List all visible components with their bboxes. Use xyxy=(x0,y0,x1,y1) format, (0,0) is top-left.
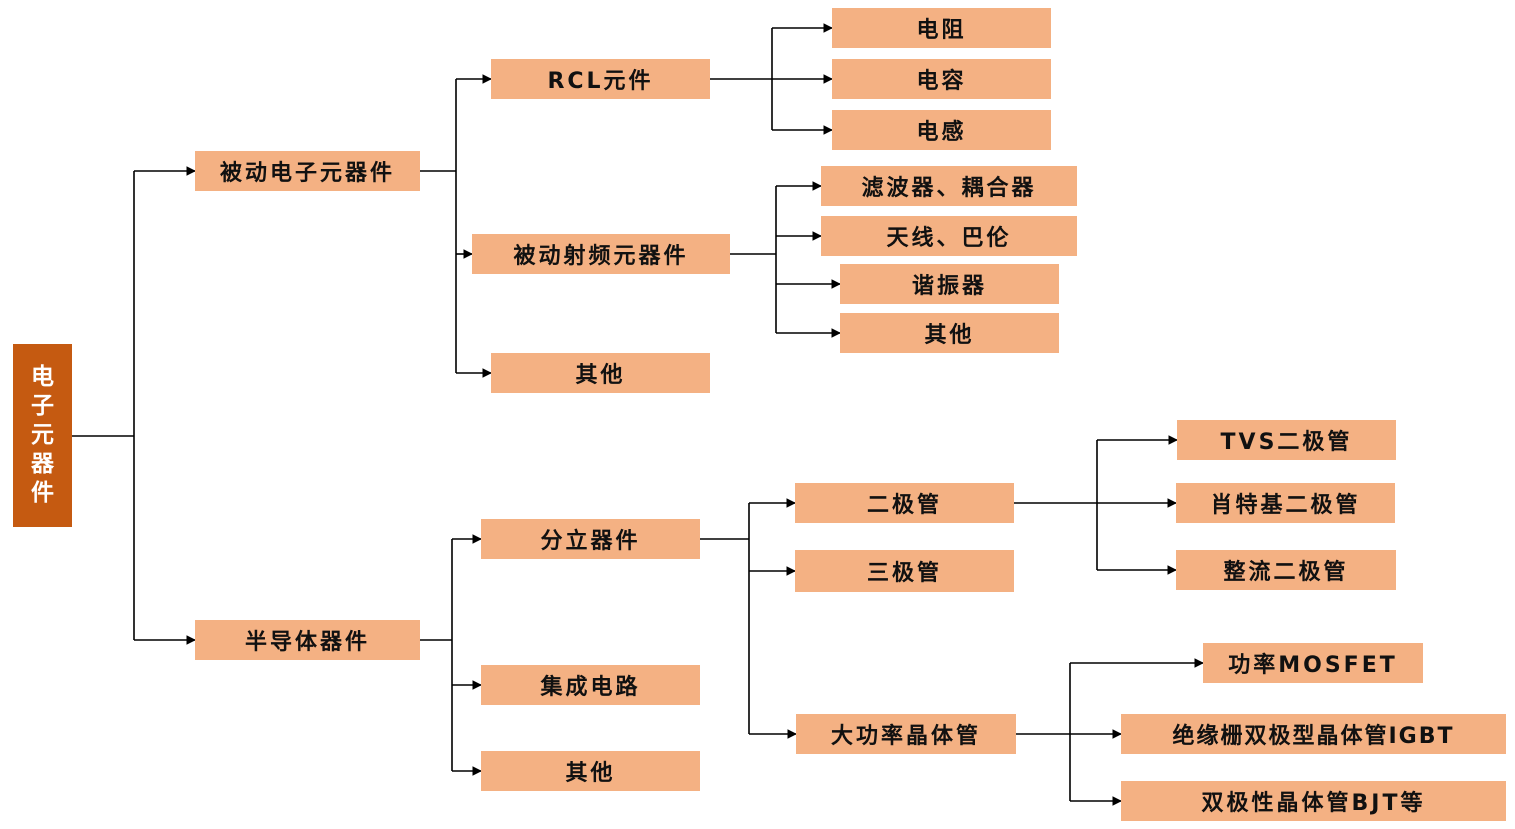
node-passive-other: 其他 xyxy=(491,353,710,393)
connector-rcl-trunk xyxy=(710,28,773,130)
root-char: 器 xyxy=(31,451,54,477)
root-char: 电 xyxy=(31,364,54,390)
connector-semi-trunk xyxy=(420,539,453,771)
connector-diode-trunk xyxy=(1014,440,1098,570)
root-char: 子 xyxy=(31,393,54,419)
node-power-transistor: 大功率晶体管 xyxy=(796,714,1016,754)
node-rcl: RCL元件 xyxy=(491,59,710,99)
node-filter-coupler: 滤波器、耦合器 xyxy=(821,166,1077,206)
connector-discrete-trunk xyxy=(700,503,750,734)
node-resonator: 谐振器 xyxy=(840,264,1059,304)
connector-power-trunk xyxy=(1016,663,1071,801)
root-char: 元 xyxy=(31,422,54,448)
node-rf-other: 其他 xyxy=(840,313,1059,353)
node-inductor: 电感 xyxy=(832,110,1051,150)
node-passive-rf: 被动射频元器件 xyxy=(472,234,730,274)
node-resistor: 电阻 xyxy=(832,8,1051,48)
connector-root-trunk xyxy=(72,171,135,640)
node-semiconductor-devices: 半导体器件 xyxy=(195,620,420,660)
node-power-mosfet: 功率MOSFET xyxy=(1203,643,1423,683)
root-char: 件 xyxy=(31,480,54,506)
node-capacitor: 电容 xyxy=(832,59,1051,99)
root-node: 电 子 元 器 件 xyxy=(13,344,72,527)
node-rectifier-diode: 整流二极管 xyxy=(1176,550,1396,590)
node-antenna-balun: 天线、巴伦 xyxy=(821,216,1077,256)
node-semi-other: 其他 xyxy=(481,751,700,791)
node-discrete-devices: 分立器件 xyxy=(481,519,700,559)
connector-rf-trunk xyxy=(730,186,777,333)
connector-passive-trunk xyxy=(420,79,457,373)
node-igbt: 绝缘栅双极型晶体管IGBT xyxy=(1121,714,1506,754)
node-tvs-diode: TVS二极管 xyxy=(1177,420,1396,460)
node-integrated-circuit: 集成电路 xyxy=(481,665,700,705)
node-triode: 三极管 xyxy=(795,550,1014,592)
node-bjt: 双极性晶体管BJT等 xyxy=(1121,781,1506,821)
node-schottky-diode: 肖特基二极管 xyxy=(1176,483,1395,523)
node-passive-components: 被动电子元器件 xyxy=(195,151,420,191)
node-diode: 二极管 xyxy=(795,483,1014,523)
